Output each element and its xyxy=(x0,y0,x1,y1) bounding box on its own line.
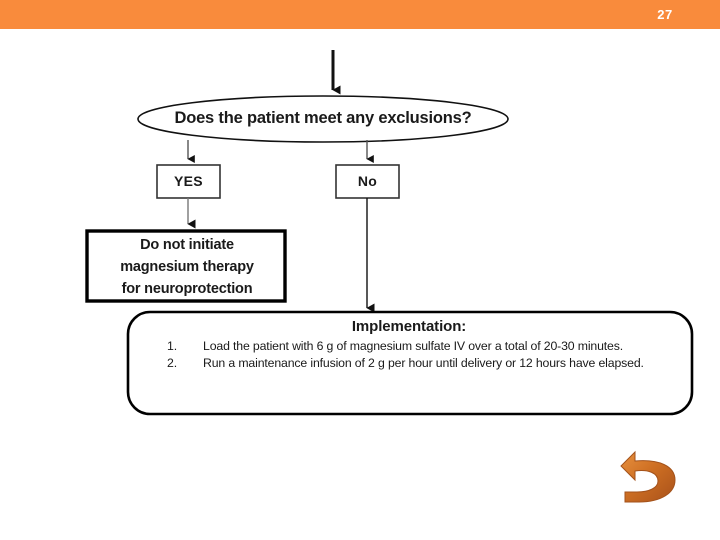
stop-box xyxy=(85,229,287,303)
implementation-title: Implementation: xyxy=(351,318,467,335)
step-number: 2. xyxy=(167,355,177,370)
decision-label: Does the patient meet any exclusions? xyxy=(174,109,472,127)
branch-box-yes xyxy=(156,164,221,199)
header-bar xyxy=(0,0,720,29)
decision-oval xyxy=(137,95,509,143)
step-text: Run a maintenance infusion of 2 g per ho… xyxy=(203,355,644,370)
branch-label-no: No xyxy=(357,173,378,189)
stop-box-line-3: for neuroprotection xyxy=(121,281,253,297)
stop-box-line-1: Do not initiate xyxy=(140,237,234,253)
return-arrow-button[interactable] xyxy=(615,440,685,510)
curved-return-arrow-icon xyxy=(620,450,676,503)
implementation-step-list: 1. Load the patient with 6 g of magnesiu… xyxy=(135,339,683,371)
implementation-step: 2. Run a maintenance infusion of 2 g per… xyxy=(135,356,683,372)
stop-box-text: Do not initiate magnesium therapy for ne… xyxy=(92,234,282,300)
branch-label-yes: YES xyxy=(174,173,203,189)
stop-box-line-2: magnesium therapy xyxy=(120,259,254,275)
branch-box-no xyxy=(335,164,400,199)
step-number: 1. xyxy=(167,339,177,353)
implementation-content: Implementation: 1. Load the patient with… xyxy=(135,318,683,372)
implementation-step: 1. Load the patient with 6 g of magnesiu… xyxy=(135,339,683,355)
step-text: Load the patient with 6 g of magnesium s… xyxy=(203,339,624,353)
page-number: 27 xyxy=(657,7,673,22)
implementation-box xyxy=(126,310,694,416)
